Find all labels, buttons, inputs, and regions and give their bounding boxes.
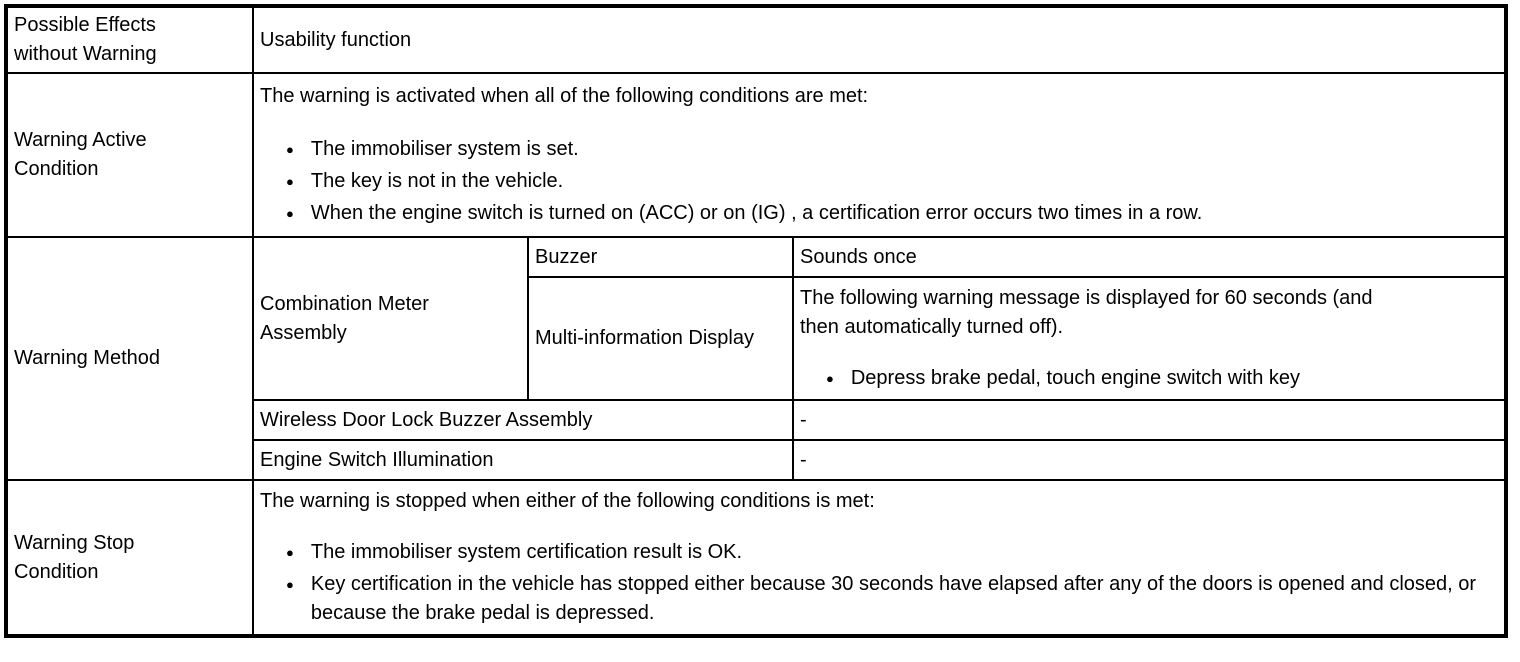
multi-info-intro: The following warning message is display… xyxy=(800,286,1373,338)
engine-switch-illumination-cell: Engine Switch Illumination xyxy=(252,439,794,481)
multi-info-display-cell: Multi-information Display xyxy=(527,276,794,401)
row-warning-method-buzzer: Warning Method Combination Meter Assembl… xyxy=(5,236,1507,481)
bullet-icon: ● xyxy=(286,141,294,157)
bullet-icon: ● xyxy=(286,576,294,592)
list-item: ● When the engine switch is turned on (A… xyxy=(260,199,1498,228)
list-item: ● Depress brake pedal, touch engine swit… xyxy=(800,364,1498,393)
bullet-text: The key is not in the vehicle. xyxy=(310,169,564,192)
multi-info-content-cell: The following warning message is display… xyxy=(792,276,1507,401)
row-possible-effects: Possible Effects without Warning Usabili… xyxy=(5,5,1507,74)
wireless-door-lock-cell: Wireless Door Lock Buzzer Assembly xyxy=(252,399,794,441)
possible-effects-value-cell: Usability function xyxy=(252,5,1507,74)
wireless-door-lock-value-cell: - xyxy=(792,399,1507,441)
buzzer-cell: Buzzer xyxy=(527,236,794,278)
warning-active-bullet-list: ● The immobiliser system is set. ● The k… xyxy=(260,135,1498,228)
list-item: ● The key is not in the vehicle. xyxy=(260,167,1498,196)
buzzer-value: Sounds once xyxy=(800,245,917,268)
possible-effects-label: Possible Effects without Warning xyxy=(14,14,157,65)
bullet-icon: ● xyxy=(286,173,294,189)
engine-switch-illumination-value-cell: - xyxy=(792,439,1507,481)
possible-effects-label-cell: Possible Effects without Warning xyxy=(5,5,254,74)
row-warning-method-wireless: Wireless Door Lock Buzzer Assembly - xyxy=(6,399,1507,441)
warning-active-intro: The warning is activated when all of the… xyxy=(260,84,869,107)
possible-effects-value: Usability function xyxy=(260,28,412,51)
row-warning-active-condition: Warning Active Condition The warning is … xyxy=(5,72,1507,238)
warning-active-content-cell: The warning is activated when all of the… xyxy=(252,72,1507,238)
warning-stop-label-cell: Warning Stop Condition xyxy=(5,479,254,637)
warning-active-label-cell: Warning Active Condition xyxy=(5,72,254,238)
list-item: ● The immobiliser system certification r… xyxy=(260,538,1498,567)
combination-meter-label: Combination Meter Assembly xyxy=(260,292,429,344)
warning-stop-bullet-list: ● The immobiliser system certification r… xyxy=(260,538,1498,628)
list-item: ● The immobiliser system is set. xyxy=(260,135,1498,164)
engine-switch-illumination-value: - xyxy=(800,448,807,471)
buzzer-label: Buzzer xyxy=(535,245,598,268)
bullet-icon: ● xyxy=(286,544,294,560)
warning-active-label: Warning Active Condition xyxy=(14,129,147,180)
row-warning-stop-condition: Warning Stop Condition The warning is st… xyxy=(5,479,1507,637)
combination-meter-cell: Combination Meter Assembly xyxy=(252,236,529,401)
bullet-text: The immobiliser system is set. xyxy=(310,137,579,160)
warning-specification-table: Possible Effects without Warning Usabili… xyxy=(4,4,1508,638)
warning-stop-content-cell: The warning is stopped when either of th… xyxy=(252,479,1507,637)
row-warning-method-engine-switch: Engine Switch Illumination - xyxy=(6,439,1507,481)
wireless-door-lock-value: - xyxy=(800,408,807,431)
bullet-icon: ● xyxy=(286,205,294,221)
bullet-text: Depress brake pedal, touch engine switch… xyxy=(850,366,1300,389)
bullet-icon: ● xyxy=(826,370,834,386)
warning-stop-label: Warning Stop Condition xyxy=(14,531,135,583)
warning-method-label-cell: Warning Method xyxy=(5,236,254,481)
row-warning-method-multi-info: Multi-information Display The following … xyxy=(6,276,1507,401)
warning-method-label: Warning Method xyxy=(14,347,160,369)
wireless-door-lock-label: Wireless Door Lock Buzzer Assembly xyxy=(260,408,593,431)
bullet-text: Key certification in the vehicle has sto… xyxy=(310,572,1477,624)
bullet-text: The immobiliser system certification res… xyxy=(310,540,743,563)
bullet-text: When the engine switch is turned on (ACC… xyxy=(310,201,1203,224)
buzzer-value-cell: Sounds once xyxy=(792,236,1507,278)
engine-switch-illumination-label: Engine Switch Illumination xyxy=(260,448,494,471)
multi-info-bullet-list: ● Depress brake pedal, touch engine swit… xyxy=(800,364,1498,393)
list-item: ● Key certification in the vehicle has s… xyxy=(260,570,1498,628)
multi-info-display-label: Multi-information Display xyxy=(535,327,754,349)
warning-stop-intro: The warning is stopped when either of th… xyxy=(260,489,875,512)
